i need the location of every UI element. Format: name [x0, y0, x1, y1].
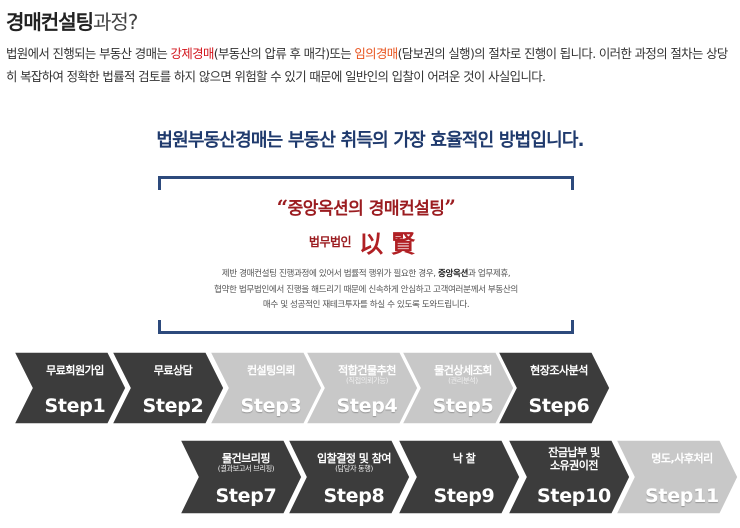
- step-step3: 컨설팅의뢰 Step3: [210, 352, 322, 424]
- step-step9: 낙 찰 Step9: [398, 440, 520, 514]
- step-step5: 물건상세조회(권리분석) Step5: [402, 352, 514, 424]
- step-chevron-shape: [508, 440, 630, 514]
- step-label: 명도,사후처리: [651, 452, 713, 465]
- step-sublabel: (권리분석): [448, 376, 478, 385]
- intro-text-1: 법원에서 진행되는 부동산 경매는: [6, 46, 171, 61]
- box-title-text: 중앙옥션의 경매컨설팅: [287, 199, 445, 219]
- box-bottom-bracket: [158, 320, 574, 334]
- step-chevron-shape: [398, 440, 520, 514]
- step-number: Step8: [323, 485, 385, 507]
- step-chevron-shape: [402, 352, 514, 424]
- step-label: 물건브리핑: [221, 452, 271, 465]
- step-chevron: [180, 440, 302, 514]
- step-chevron: [306, 352, 418, 424]
- step-chevron-shape: [288, 440, 410, 514]
- step-step6: 현장조사분석 Step6: [498, 352, 610, 424]
- desc-line-1: 제반 경매컨설팅 진행과정에 있어서 법률적 행위가 필요한 경우, 중앙옥션과…: [158, 267, 574, 283]
- desc-line-1b: 중앙옥션: [437, 269, 468, 279]
- intro-paragraph: 법원에서 진행되는 부동산 경매는 강제경매(부동산의 압류 후 매각)또는 임…: [6, 42, 734, 88]
- step-label: 입찰결정 및 참여: [317, 452, 392, 465]
- step-sublabel: (직접의뢰가능): [345, 376, 389, 385]
- step-chevron-shape: [306, 352, 418, 424]
- desc-line-1c: 과 업무제휴,: [467, 269, 511, 279]
- step-number: Step7: [215, 485, 277, 507]
- step-chevron-shape: [112, 352, 224, 424]
- step-step8: 입찰결정 및 참여(담당자 동행) Step8: [288, 440, 410, 514]
- step-number: Step5: [432, 395, 494, 417]
- box-title: “중앙옥션의 경매컨설팅”: [158, 194, 574, 219]
- step-label: 잔금납부 및: [548, 446, 600, 459]
- step-chevron-shape: [210, 352, 322, 424]
- step-number: Step3: [240, 395, 302, 417]
- step-number: Step11: [645, 485, 719, 507]
- step-number: Step10: [537, 485, 611, 507]
- desc-line-2: 협약한 법무법인에서 진행을 해드리기 때문에 신속하게 안심하고 고객여러분께…: [214, 284, 518, 295]
- step-label: 물건상세조회: [434, 364, 492, 377]
- step-sublabel: (담당자 동행): [335, 464, 373, 473]
- step-chevron: [112, 352, 224, 424]
- step-chevron: [14, 352, 126, 424]
- step-chevron: [398, 440, 520, 514]
- law-firm-label: 법무법인: [308, 235, 352, 249]
- consulting-box: “중앙옥션의 경매컨설팅” 법무법인 以賢 제반 경매컨설팅 진행과정에 있어서 …: [158, 176, 574, 334]
- open-quote: “: [276, 195, 289, 219]
- desc-line-1a: 제반 경매컨설팅 진행과정에 있어서 법률적 행위가 필요한 경우,: [221, 269, 438, 279]
- intro-voluntary-auction: 임의경매: [354, 46, 398, 61]
- step-number: Step4: [336, 395, 398, 417]
- step-number: Step1: [44, 395, 106, 417]
- step-label: 무료회원가입: [46, 364, 104, 377]
- step-label-line2: 소유권이전: [549, 459, 599, 472]
- step-chevron: [402, 352, 514, 424]
- page-title-bold: 경매컨설팅: [6, 10, 94, 34]
- step-label: 무료상담: [153, 364, 193, 377]
- step-chevron: [508, 440, 630, 514]
- step-step4: 적합건물추천(직접의뢰가능) Step4: [306, 352, 418, 424]
- headline: 법원부동산경매는 부동산 취득의 가장 효율적인 방법입니다.: [156, 130, 584, 151]
- step-chevron-shape: [498, 352, 610, 424]
- law-firm: 법무법인 以賢: [158, 224, 574, 259]
- intro-forced-auction: 강제경매: [170, 46, 215, 61]
- box-description: 제반 경매컨설팅 진행과정에 있어서 법률적 행위가 필요한 경우, 중앙옥션과…: [158, 267, 574, 314]
- intro-text-3: (담보권의 실행)의 절차로 진행이 됩니다. 이러한 과정의 절차는 상당히 …: [6, 46, 728, 84]
- step-step7: 물건브리핑(결과보고서 브리핑) Step7: [180, 440, 302, 514]
- close-quote: ”: [444, 195, 456, 219]
- step-label: 낙 찰: [452, 452, 476, 465]
- step-sublabel: (결과보고서 브리핑): [217, 464, 275, 473]
- step-chevron: [210, 352, 322, 424]
- box-top-bracket: [158, 176, 574, 190]
- intro-text-2: (부동산의 압류 후 매각)또는: [213, 46, 355, 61]
- step-label: 현장조사분석: [530, 364, 588, 377]
- step-chevron: [498, 352, 610, 424]
- step-label: 적합건물추천: [338, 364, 396, 377]
- step-step11: 명도,사후처리 Step11: [616, 440, 738, 514]
- desc-line-3: 매수 및 성공적인 재테크투자를 하실 수 있도록 도와드립니다.: [262, 300, 470, 310]
- step-step1: 무료회원가입 Step1: [14, 352, 126, 424]
- step-number: Step9: [433, 485, 495, 507]
- step-chevron-shape: [180, 440, 302, 514]
- page-title-normal: 과정?: [93, 10, 138, 34]
- law-firm-name: 以賢: [359, 229, 424, 258]
- step-number: Step6: [528, 395, 590, 417]
- step-label: 컨설팅의뢰: [246, 364, 296, 377]
- step-chevron: [288, 440, 410, 514]
- step-step2: 무료상담 Step2: [112, 352, 224, 424]
- step-number: Step2: [142, 395, 204, 417]
- step-chevron: [616, 440, 738, 514]
- step-chevron-shape: [14, 352, 126, 424]
- page-title: 경매컨설팅과정?: [6, 6, 138, 35]
- step-chevron-shape: [616, 440, 738, 514]
